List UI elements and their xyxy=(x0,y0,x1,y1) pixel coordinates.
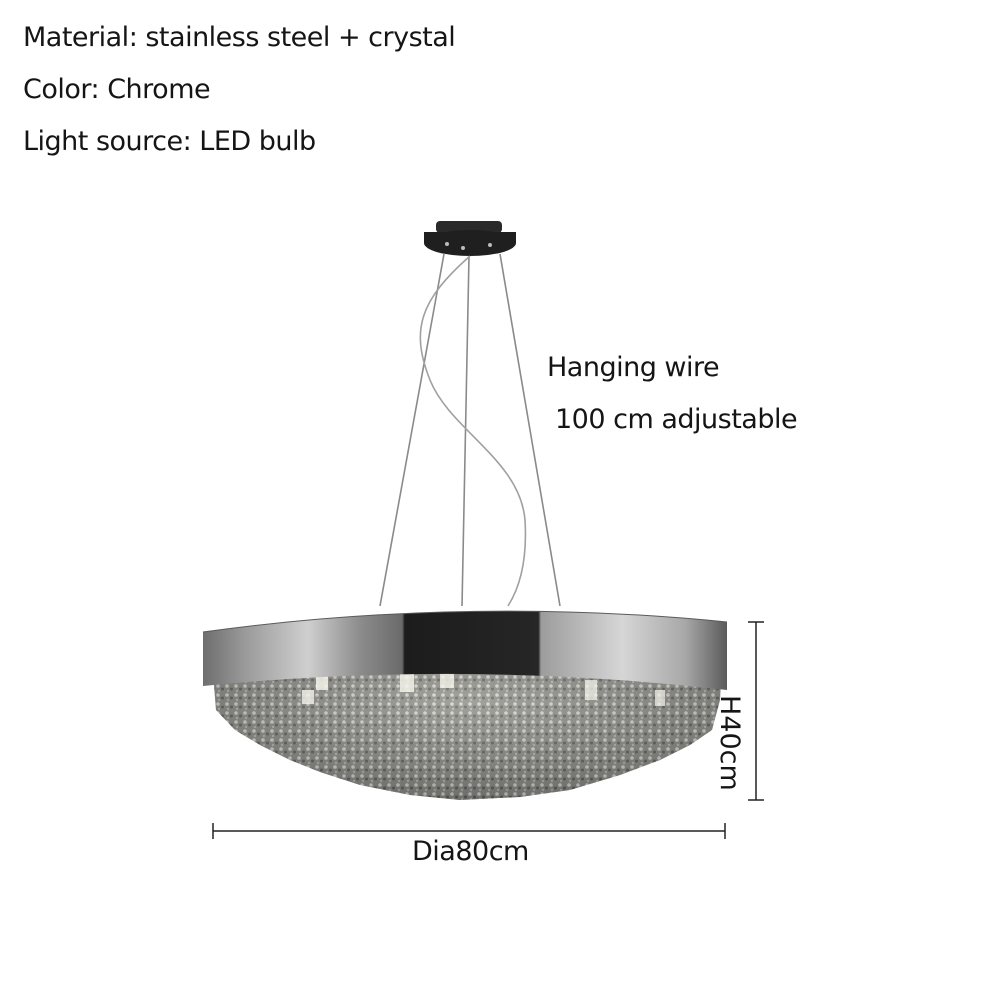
chrome-band xyxy=(202,610,728,690)
crystal-drops xyxy=(212,660,722,800)
diameter-dimension-line xyxy=(212,823,726,839)
diameter-label: Dia80cm xyxy=(412,836,529,867)
wire-length-label: 100 cm adjustable xyxy=(555,404,798,435)
wire-label: Hanging wire xyxy=(547,352,720,383)
height-label: H40cm xyxy=(714,695,745,791)
hanging-wires xyxy=(379,253,561,607)
spec-color: Color: Chrome xyxy=(23,74,211,105)
spec-material: Material: stainless steel + crystal xyxy=(23,22,456,53)
height-dimension-line xyxy=(748,621,764,801)
ceiling-canopy xyxy=(424,221,516,256)
spec-light-source: Light source: LED bulb xyxy=(23,126,316,157)
